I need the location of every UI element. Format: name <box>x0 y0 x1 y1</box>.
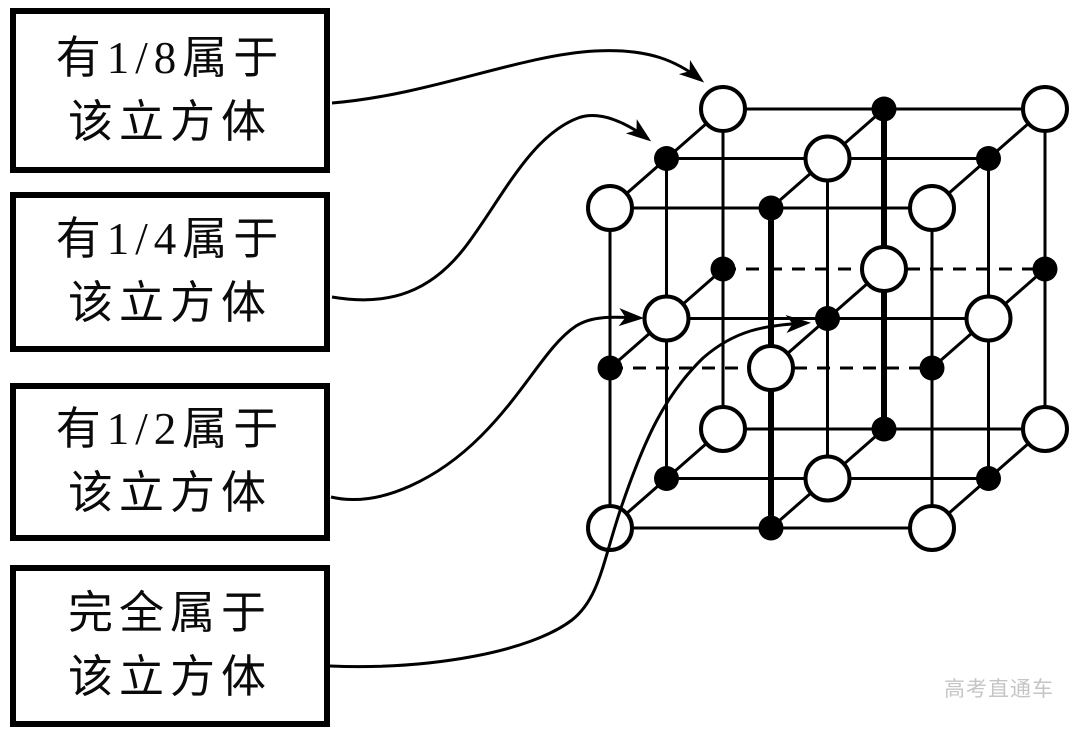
edge-midpoint-atom <box>976 146 1001 171</box>
face-center-atom <box>964 294 1013 343</box>
edge-midpoint-atom <box>710 256 736 282</box>
edge-midpoint-atom <box>758 515 784 541</box>
label-box-one-half: 有1/2属于 该立方体 <box>10 383 330 541</box>
label-box-one-eighth: 有1/8属于 该立方体 <box>10 8 330 173</box>
label-text: 该立方体 <box>67 468 272 518</box>
label-box-whole: 完全属于 该立方体 <box>10 565 330 727</box>
label-text: 有1/8属于 <box>55 32 285 83</box>
lattice-sites <box>586 85 1069 552</box>
arrow-to-edge-midpoint <box>331 114 652 302</box>
watermark: 高考直通车 <box>944 678 1054 701</box>
edge-midpoint-atom <box>919 355 945 381</box>
face-center-atom <box>642 294 691 343</box>
corner-atom <box>586 184 634 232</box>
corner-atom <box>1021 405 1069 453</box>
label-text: 有1/4属于 <box>55 214 285 265</box>
edge-midpoint-atom <box>597 355 623 381</box>
face-center-atom <box>860 245 908 293</box>
edge-midpoint-atom <box>1032 256 1058 282</box>
edge-midpoint-atom <box>758 195 784 221</box>
label-text: 有1/2属于 <box>55 404 285 455</box>
body-center-atom <box>815 306 840 331</box>
corner-atom <box>908 184 956 232</box>
face-center-atom <box>803 454 852 503</box>
face-center-atom <box>803 134 852 183</box>
arrow-to-corner <box>331 49 705 105</box>
face-center-atom <box>747 344 795 392</box>
corner-atom <box>699 85 747 133</box>
corner-atom <box>908 504 956 552</box>
corner-atom <box>699 405 747 453</box>
arrow-to-face-center <box>330 308 644 501</box>
edge-midpoint-atom <box>976 466 1001 491</box>
label-text: 该立方体 <box>67 278 272 328</box>
corner-atom <box>1021 85 1069 133</box>
edge-midpoint-atom <box>654 466 679 491</box>
edge-midpoint-atom <box>871 96 897 122</box>
corner-atom <box>586 504 634 552</box>
label-text: 完全属于 <box>67 588 272 639</box>
arrow-to-body-center <box>329 315 811 668</box>
label-text: 该立方体 <box>67 96 272 147</box>
label-box-one-quarter: 有1/4属于 该立方体 <box>10 192 330 352</box>
label-text: 该立方体 <box>67 652 272 702</box>
callout-arrows <box>329 49 811 668</box>
edge-midpoint-atom <box>871 416 897 442</box>
edge-midpoint-atom <box>654 146 679 171</box>
